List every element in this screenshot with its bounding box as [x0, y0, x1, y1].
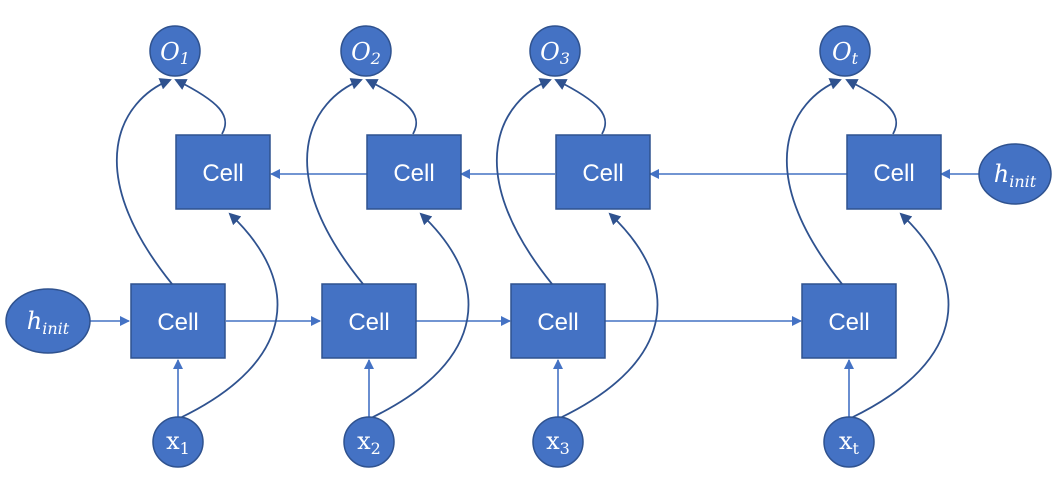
- output-base: O: [832, 38, 852, 66]
- curve-fwd-to-out-1: [116, 78, 173, 285]
- svg-text:Ot: Ot: [832, 38, 859, 68]
- input-base: x: [839, 427, 853, 455]
- output-node-2: O2: [340, 25, 392, 77]
- h-init-backward-node: hinit: [978, 143, 1052, 205]
- input-node-2: x2: [343, 416, 395, 468]
- svg-text:O1: O1: [160, 38, 190, 68]
- input-sub: 2: [371, 439, 381, 458]
- h-init-base: h: [27, 307, 42, 335]
- h-init-sub: init: [1009, 172, 1037, 191]
- cell-label: Cell: [873, 160, 914, 187]
- input-node-3: x3: [532, 416, 584, 468]
- curve-in-to-bwd-2: [370, 212, 470, 419]
- cell-label: Cell: [348, 309, 389, 336]
- output-node-1: O1: [149, 25, 201, 77]
- output-sub: t: [852, 49, 859, 68]
- curve-bwd-to-out-1: [174, 79, 227, 135]
- output-node-3: O3: [529, 25, 581, 77]
- curve-bwd-to-out-3: [554, 79, 607, 135]
- curve-fwd-to-out-3: [496, 78, 553, 285]
- h-init-base: h: [994, 160, 1009, 188]
- svg-text:O2: O2: [351, 38, 381, 68]
- input-base: x: [357, 427, 371, 455]
- forward-cell-3: Cell: [510, 283, 606, 359]
- forward-cell-2: Cell: [321, 283, 417, 359]
- input-base: x: [166, 427, 180, 455]
- cell-label: Cell: [202, 160, 243, 187]
- output-base: O: [160, 38, 180, 66]
- curve-fwd-to-out-t: [786, 78, 843, 285]
- curve-bwd-to-out-2: [365, 79, 418, 135]
- cell-label: Cell: [828, 309, 869, 336]
- backward-cell-3: Cell: [555, 134, 651, 210]
- output-sub: 1: [180, 49, 190, 68]
- forward-cell-t: Cell: [801, 283, 897, 359]
- cell-label: Cell: [393, 160, 434, 187]
- output-base: O: [540, 38, 560, 66]
- svg-text:hinit: hinit: [27, 307, 70, 338]
- curve-fwd-to-out-2: [306, 78, 364, 285]
- input-node-t: xt: [823, 416, 875, 468]
- curve-bwd-to-out-t: [845, 79, 898, 135]
- h-init-forward-node: hinit: [5, 288, 91, 354]
- output-sub: 3: [560, 49, 570, 68]
- svg-text:hinit: hinit: [994, 160, 1037, 191]
- h-init-sub: init: [42, 319, 70, 338]
- cell-label: Cell: [537, 309, 578, 336]
- backward-cell-1: Cell: [175, 134, 271, 210]
- svg-text:x3: x3: [546, 427, 570, 458]
- output-node-t: Ot: [819, 25, 871, 77]
- input-base: x: [546, 427, 560, 455]
- output-base: O: [351, 38, 371, 66]
- backward-cell-t: Cell: [846, 134, 942, 210]
- input-sub: 3: [560, 439, 570, 458]
- backward-cell-2: Cell: [366, 134, 462, 210]
- curve-in-to-bwd-t: [850, 212, 950, 419]
- output-sub: 2: [370, 49, 381, 68]
- svg-text:x1: x1: [166, 427, 190, 458]
- forward-cell-1: Cell: [130, 283, 226, 359]
- input-node-1: x1: [152, 416, 204, 468]
- cell-label: Cell: [582, 160, 623, 187]
- input-sub: 1: [180, 439, 190, 458]
- input-sub: t: [853, 439, 860, 458]
- svg-text:x2: x2: [357, 427, 381, 458]
- svg-text:O3: O3: [540, 38, 570, 68]
- curve-in-to-bwd-3: [559, 212, 659, 419]
- curve-in-to-bwd-1: [179, 212, 279, 419]
- svg-text:xt: xt: [839, 427, 860, 458]
- cell-label: Cell: [157, 309, 198, 336]
